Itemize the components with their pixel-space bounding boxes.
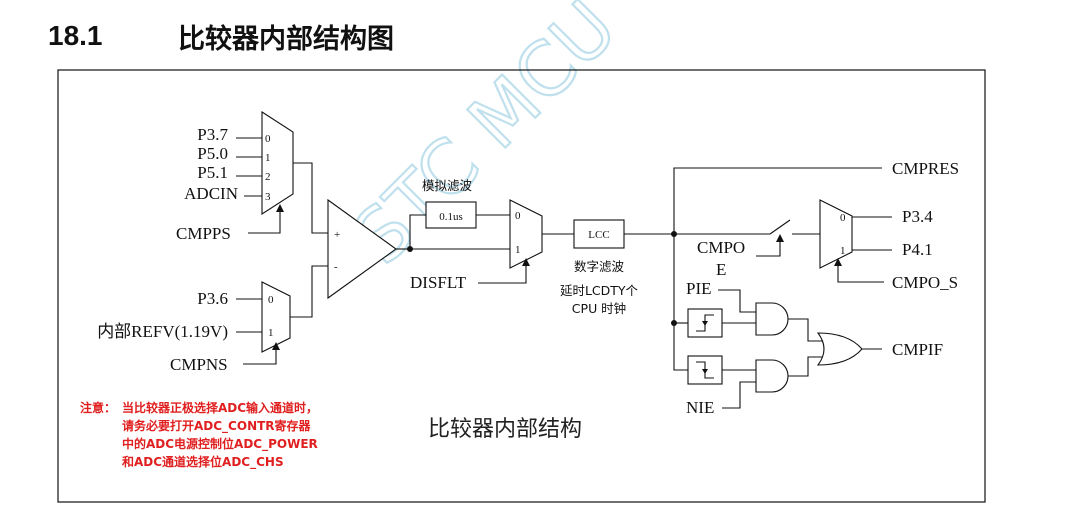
cmpoe-label-line1: CMPO <box>697 238 745 257</box>
output-section: CMPRES CMPO E 0 1 P3.4 P4.1 CMPO_S PIE N <box>671 159 959 417</box>
mux-pos-index-1: 1 <box>265 152 271 164</box>
or-gate <box>816 332 863 366</box>
pin-p41-label: P4.1 <box>902 240 933 259</box>
internal-refv-label: 内部REFV(1.19V) <box>97 322 228 341</box>
diagram-caption: 比较器内部结构 <box>428 417 582 442</box>
pin-p50-label: P5.0 <box>197 144 228 163</box>
note: 注意： 当比较器正极选择ADC输入通道时， 请务必要打开ADC_CONTR寄存器… <box>80 400 318 470</box>
cmpres-label: CMPRES <box>892 159 959 178</box>
mux-pos-index-0: 0 <box>265 133 271 145</box>
pin-p34-label: P3.4 <box>902 207 933 226</box>
mux-positive: P3.7 P5.0 P5.1 ADCIN 0 1 2 3 CMPPS <box>176 110 328 243</box>
pin-p37-label: P3.7 <box>197 125 228 144</box>
and-gate-pie <box>755 302 789 336</box>
digital-filter-label: 数字滤波 <box>574 259 625 274</box>
mux-neg-index-0: 0 <box>268 294 274 306</box>
note-label: 注意： <box>80 400 116 415</box>
note-line-3: 中的ADC电源控制位ADC_POWER <box>122 436 318 452</box>
pie-label: PIE <box>686 279 712 298</box>
mux-pos-index-3: 3 <box>265 191 271 203</box>
diagram-frame <box>57 69 986 503</box>
section-heading: 18.1 比较器内部结构图 <box>48 14 394 58</box>
cmpps-label: CMPPS <box>176 224 231 243</box>
section-title: 比较器内部结构图 <box>178 23 394 55</box>
mux-filter-index-0: 0 <box>515 210 521 222</box>
comparator-plus: + <box>334 229 340 241</box>
mux-neg-index-1: 1 <box>268 327 274 339</box>
lcdty-desc-line2: CPU 时钟 <box>572 301 626 316</box>
mux-filter: 0 1 DISFLT <box>410 199 574 292</box>
comparator-minus: - <box>334 261 338 273</box>
cmpoe-label-line2: E <box>716 260 726 279</box>
cmpif-label: CMPIF <box>892 340 943 359</box>
nie-label: NIE <box>686 398 714 417</box>
note-line-2: 请务必要打开ADC_CONTR寄存器 <box>122 418 312 434</box>
mux-pos-index-2: 2 <box>265 171 271 183</box>
section-number: 18.1 <box>48 20 103 51</box>
lcc-block: LCC <box>588 229 609 241</box>
pin-adcin-label: ADCIN <box>184 184 238 203</box>
analog-filter: 模拟滤波 0.1us <box>409 178 510 250</box>
mux-out-index-0: 0 <box>840 212 846 224</box>
mux-negative: P3.6 内部REFV(1.19V) 0 1 CMPNS <box>97 265 328 374</box>
analog-filter-value: 0.1us <box>439 211 463 223</box>
pin-p36-label: P3.6 <box>197 289 228 308</box>
note-line-4: 和ADC通道选择位ADC_CHS <box>121 454 284 470</box>
and-gate-nie <box>755 359 789 393</box>
mux-filter-index-1: 1 <box>515 244 521 256</box>
cmpns-label: CMPNS <box>170 355 228 374</box>
mux-out-index-1: 1 <box>840 245 846 257</box>
digital-filter: LCC 数字滤波 延时LCDTY个 CPU 时钟 <box>560 219 677 316</box>
note-line-1: 当比较器正极选择ADC输入通道时， <box>122 400 318 415</box>
cmpo-s-label: CMPO_S <box>892 273 958 292</box>
pin-p51-label: P5.1 <box>197 163 228 182</box>
lcdty-desc-line1: 延时LCDTY个 <box>560 283 639 298</box>
analog-filter-label: 模拟滤波 <box>422 178 473 193</box>
disflt-label: DISFLT <box>410 273 467 292</box>
